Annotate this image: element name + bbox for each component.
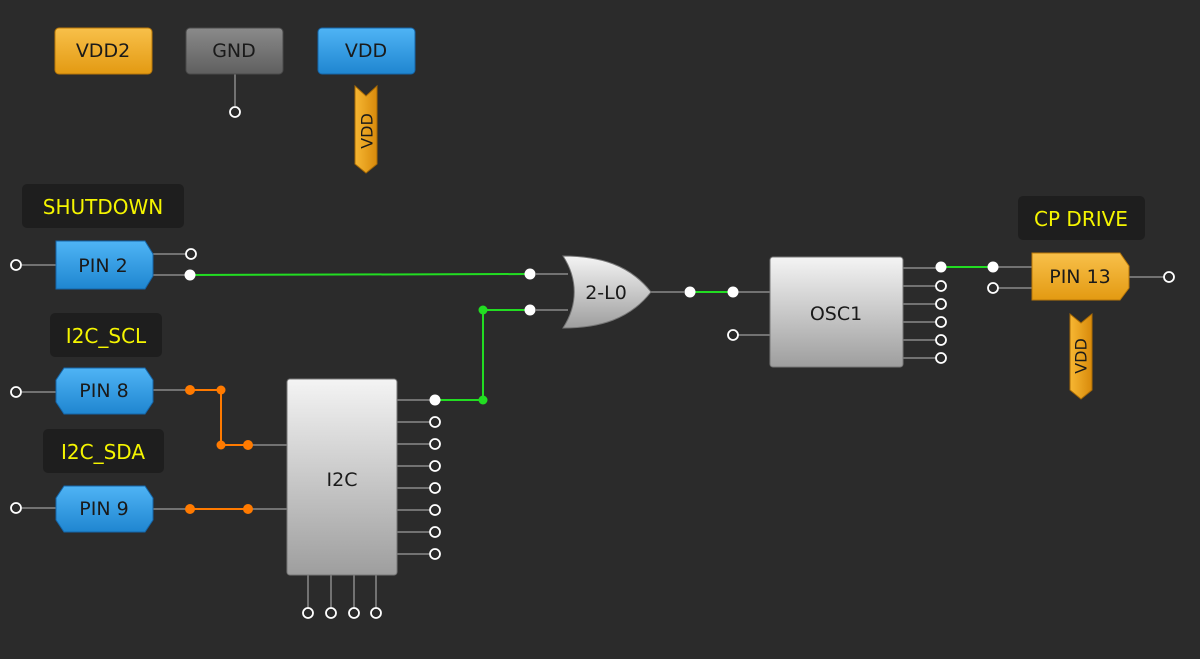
- label-shutdown: SHUTDOWN: [22, 184, 184, 228]
- osc1-in-terminal[interactable]: [727, 329, 739, 341]
- i2c-out-0-terminal[interactable]: [429, 394, 441, 406]
- gnd-terminal[interactable]: [229, 106, 241, 118]
- pin-2-out-a-terminal[interactable]: [185, 248, 197, 260]
- pin-13-in-b-terminal[interactable]: [987, 282, 999, 294]
- pin-8-label: PIN 8: [79, 380, 128, 402]
- pin-13-pad-terminal[interactable]: [1163, 271, 1175, 283]
- i2c-out-terminal[interactable]: [429, 548, 441, 560]
- pin-9-label: PIN 9: [79, 498, 128, 520]
- vdd-tag-pin13: VDD: [1069, 312, 1093, 400]
- pin-2-out-b-terminal[interactable]: [184, 269, 196, 281]
- or-gate-in-a-terminal[interactable]: [524, 268, 536, 280]
- i2c-bottom-terminal[interactable]: [370, 607, 382, 619]
- pin-2[interactable]: PIN 2: [55, 240, 154, 290]
- osc1-out-terminal[interactable]: [935, 352, 947, 364]
- vdd-tag-pin13-label: VDD: [1072, 338, 1091, 374]
- pin-8[interactable]: PIN 8: [55, 367, 154, 415]
- gnd-rail[interactable]: GND: [185, 27, 284, 75]
- i2c-out-terminal[interactable]: [429, 460, 441, 472]
- i2c-bottom-terminal[interactable]: [348, 607, 360, 619]
- pin-13-in-a-terminal[interactable]: [987, 261, 999, 273]
- vdd2-label: VDD2: [76, 40, 130, 62]
- osc1-out-terminal[interactable]: [935, 298, 947, 310]
- i2c-block-label: I2C: [327, 469, 358, 491]
- pin-8-pad-terminal[interactable]: [10, 386, 22, 398]
- i2c-bottom-terminal[interactable]: [302, 607, 314, 619]
- pin-2-label: PIN 2: [78, 255, 127, 277]
- label-i2c-scl: I2C_SCL: [50, 313, 162, 357]
- i2c-out-terminal[interactable]: [429, 482, 441, 494]
- label-i2c-sda: I2C_SDA: [43, 429, 164, 473]
- or-gate-label: 2-L0: [585, 282, 627, 304]
- i2c-block[interactable]: I2C: [286, 378, 398, 576]
- osc1-out-terminal[interactable]: [935, 316, 947, 328]
- vdd-tag-top: VDD: [354, 84, 378, 174]
- i2c-out-terminal[interactable]: [429, 416, 441, 428]
- osc1-out-0-terminal[interactable]: [935, 261, 947, 273]
- pin-9[interactable]: PIN 9: [55, 485, 154, 533]
- orange-junctions: [185, 385, 253, 514]
- or-gate-out-terminal[interactable]: [684, 286, 696, 298]
- label-i2c-sda-text: I2C_SDA: [61, 440, 145, 464]
- connected-terminals[interactable]: [184, 261, 999, 406]
- vdd-rail[interactable]: VDD: [317, 27, 416, 75]
- i2c-out-terminal[interactable]: [429, 504, 441, 516]
- i2c-out-terminal[interactable]: [429, 526, 441, 538]
- pin-9-pad-terminal[interactable]: [10, 502, 22, 514]
- open-terminals[interactable]: [10, 106, 1175, 619]
- vdd-label: VDD: [345, 40, 387, 62]
- green-wires: [189, 266, 993, 401]
- vdd-tag-top-label: VDD: [358, 113, 377, 149]
- label-i2c-scl-text: I2C_SCL: [66, 324, 147, 348]
- osc1-out-terminal[interactable]: [935, 334, 947, 346]
- green-junctions: [478, 305, 488, 405]
- osc1-block[interactable]: OSC1: [769, 256, 904, 368]
- or-gate-in-b-terminal[interactable]: [524, 304, 536, 316]
- pin-13-label: PIN 13: [1049, 266, 1111, 288]
- i2c-out-terminal[interactable]: [429, 438, 441, 450]
- orange-wires: [190, 389, 248, 510]
- gnd-label: GND: [212, 40, 256, 62]
- or-gate-block[interactable]: 2-L0: [562, 255, 652, 329]
- osc1-clk-in-terminal[interactable]: [727, 286, 739, 298]
- i2c-bottom-terminal[interactable]: [325, 607, 337, 619]
- gray-wires: [22, 74, 1164, 608]
- pin-2-pad-terminal[interactable]: [10, 259, 22, 271]
- osc1-block-label: OSC1: [810, 303, 862, 325]
- label-cp-drive-text: CP DRIVE: [1034, 207, 1128, 231]
- osc1-out-terminal[interactable]: [935, 280, 947, 292]
- pin-13[interactable]: PIN 13: [1031, 252, 1130, 301]
- vdd2-rail[interactable]: VDD2: [54, 27, 153, 75]
- label-shutdown-text: SHUTDOWN: [43, 195, 163, 219]
- label-cp-drive: CP DRIVE: [1018, 196, 1145, 240]
